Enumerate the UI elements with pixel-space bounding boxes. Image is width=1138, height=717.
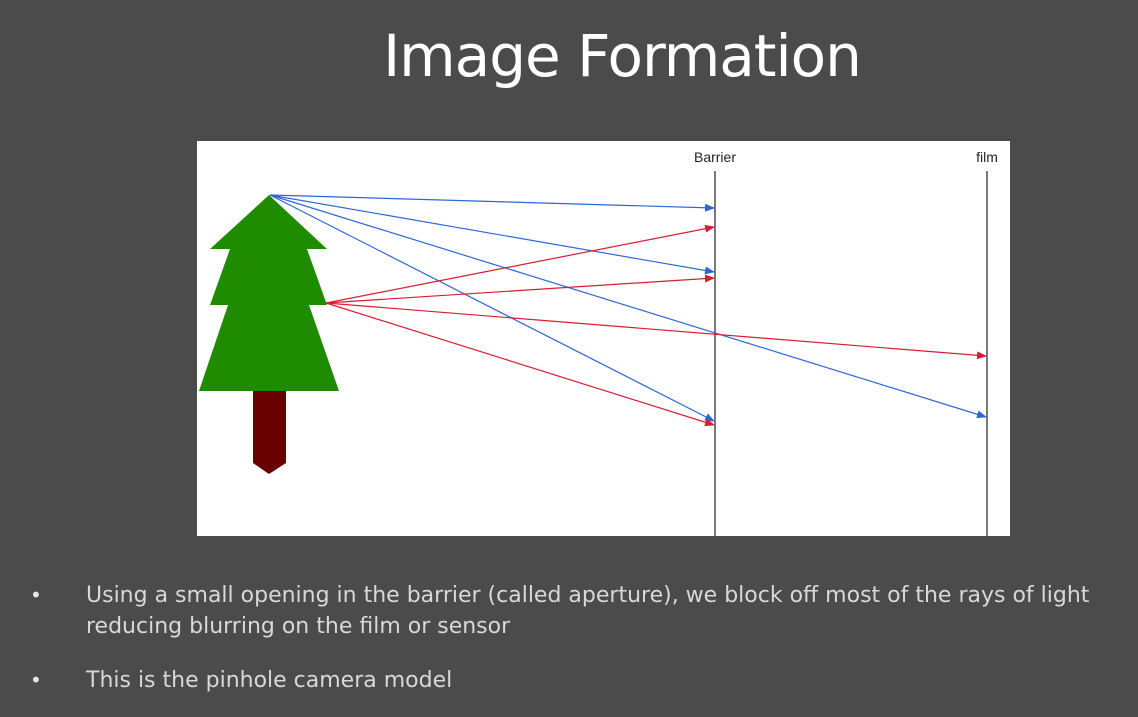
tree-trunk: [253, 391, 286, 474]
bullet-point-icon: •: [30, 583, 42, 607]
film-label: film: [976, 149, 998, 165]
bullet-text: Using a small opening in the barrier (ca…: [86, 583, 1090, 639]
bullet-list: • Using a small opening in the barrier (…: [28, 580, 1123, 696]
red-ray-to-barrier-upper: [325, 274, 715, 304]
bullet-item-aperture: • Using a small opening in the barrier (…: [28, 580, 1123, 642]
bullet-item-pinhole-model: • This is the pinhole camera model: [28, 665, 1123, 696]
slide-title: Image Formation: [383, 22, 862, 90]
blue-ray-through-pinhole: [269, 194, 987, 419]
blue-ray-to-barrier-lower: [269, 194, 715, 422]
rays-from-tree-top: [269, 194, 987, 422]
rays-from-tree-middle: [325, 224, 987, 427]
pinhole-diagram-svg: Barrier film: [199, 149, 998, 536]
bullet-point-icon: •: [30, 668, 42, 692]
pinhole-diagram: Barrier film: [197, 141, 1010, 536]
tree-icon: [199, 195, 339, 474]
bullet-text: This is the pinhole camera model: [86, 668, 453, 693]
barrier-label: Barrier: [694, 149, 736, 165]
blue-ray-to-barrier-upper: [269, 194, 715, 275]
red-ray-to-barrier-top: [325, 224, 715, 304]
red-ray-through-pinhole: [325, 302, 987, 360]
red-ray-to-barrier-lower: [325, 302, 715, 427]
blue-ray-to-barrier-top: [269, 194, 715, 212]
tree-foliage: [199, 195, 339, 391]
